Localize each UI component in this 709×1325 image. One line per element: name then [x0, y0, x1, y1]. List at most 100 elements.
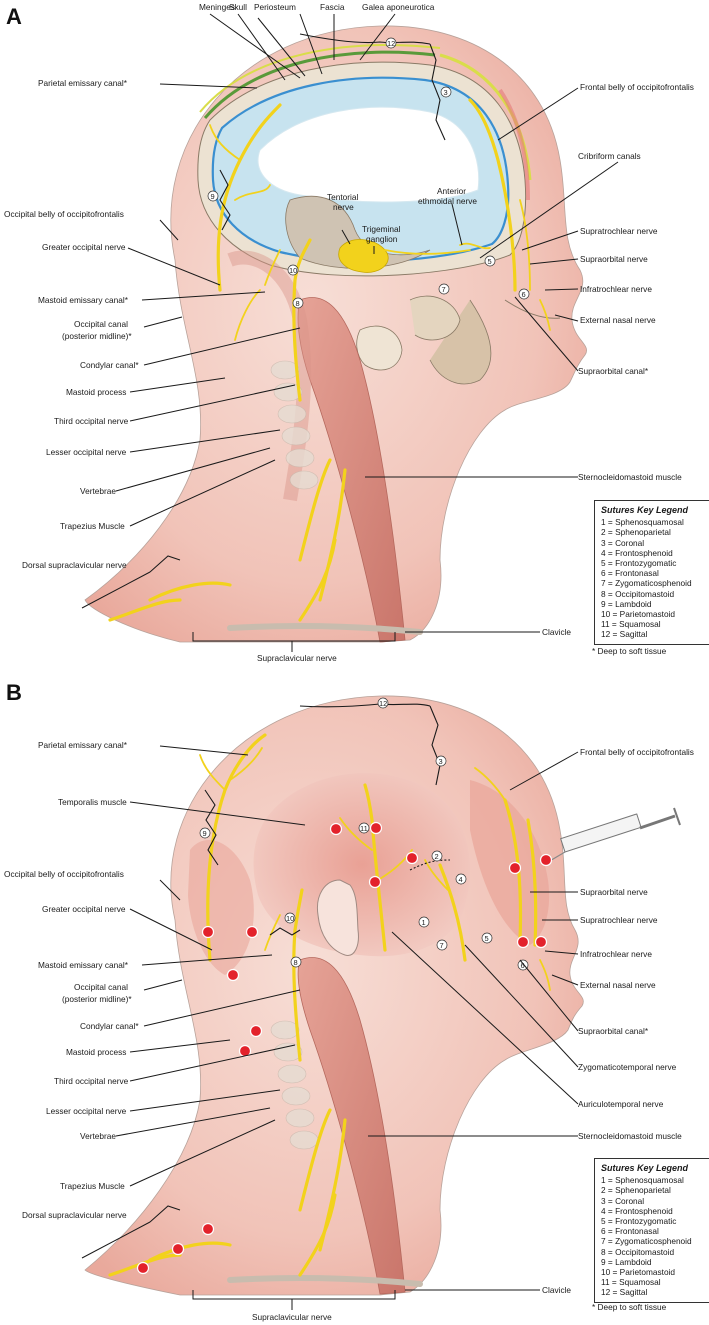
legend-item: 10 = Parietomastoid [601, 609, 676, 620]
scm-muscle-a [297, 297, 406, 643]
nerves-a [108, 98, 551, 622]
label-auriculotemporal-b: Auriculotemporal nerve [578, 1099, 664, 1109]
legend-item: 12 = Sagittal [601, 629, 648, 640]
legend-item: 10 = Parietomastoid [601, 1267, 676, 1278]
legend-item: 2 = Sphenoparietal [601, 527, 671, 538]
panel-letter-a: A [6, 4, 22, 29]
label-trapezius-b: Trapezius Muscle [60, 1181, 125, 1191]
legend-note-b: * Deep to soft tissue [592, 1302, 667, 1312]
legend-item: 8 = Occipitomastoid [601, 1246, 675, 1257]
leader-lines-b [81, 745, 579, 1310]
label-mastoid-emissary-b: Mastoid emissary canal* [38, 960, 129, 970]
legend-item: 7 = Zygomaticosphenoid [601, 1236, 692, 1247]
label-frontal-belly-b: Frontal belly of occipitofrontalis [580, 747, 694, 757]
label-tentorial-2: nerve [333, 202, 354, 212]
label-occipital-canal-2-b: (posterior midline)* [62, 994, 132, 1004]
svg-text:6: 6 [522, 290, 526, 299]
label-occipital-canal-1: Occipital canal [74, 319, 128, 329]
label-occipital-canal-1-b: Occipital canal [74, 982, 128, 992]
label-external-nasal: External nasal nerve [580, 315, 656, 325]
injection-point [226, 968, 240, 982]
label-occipital-belly: Occipital belly of occipitofrontalis [4, 209, 124, 219]
scm-muscle-b [297, 957, 406, 1295]
svg-text:12: 12 [379, 699, 387, 708]
legend-item: 1 = Sphenosquamosal [601, 517, 684, 528]
legend-item: 9 = Lambdoid [601, 1256, 652, 1267]
label-meninges: Meninges [199, 2, 235, 12]
legend-item: 4 = Frontosphenoid [601, 547, 673, 558]
legend-item: 8 = Occipitomastoid [601, 588, 675, 599]
injection-point [539, 853, 553, 867]
injection-point [369, 821, 383, 835]
label-third-occipital-b: Third occipital nerve [54, 1076, 129, 1086]
leader-lines-a [81, 13, 619, 652]
svg-text:12: 12 [387, 39, 395, 48]
label-temporalis-b: Temporalis muscle [58, 797, 127, 807]
label-vertebrae: Vertebrae [80, 486, 116, 496]
svg-text:7: 7 [440, 941, 444, 950]
label-tentorial-1: Tentorial [327, 192, 359, 202]
label-infratrochlear-b: Infratrochlear nerve [580, 949, 652, 959]
legend-title-b: Sutures Key Legend [601, 1163, 689, 1173]
suture-markers-b: 12 3 9 11 2 4 10 1 7 5 6 8 [199, 697, 529, 971]
panel-b: B [4, 680, 694, 1322]
panel-letter-b: B [6, 680, 22, 705]
injection-point [245, 925, 259, 939]
label-vertebrae-b: Vertebrae [80, 1131, 116, 1141]
label-cribriform: Cribriform canals [578, 151, 641, 161]
label-scm-b: Sternocleidomastoid muscle [578, 1131, 682, 1141]
legend-item: 5 = Frontozygomatic [601, 1216, 677, 1227]
label-periosteum: Periosteum [254, 2, 296, 12]
labels-b: Parietal emissary canal* Frontal belly o… [4, 740, 694, 1322]
label-supraorbital: Supraorbital nerve [580, 254, 648, 264]
vertebrae-a [270, 360, 319, 490]
label-supraorbital-canal-b: Supraorbital canal* [578, 1026, 649, 1036]
legend-item: 11 = Squamosal [601, 1277, 661, 1288]
label-greater-occipital-b: Greater occipital nerve [42, 904, 126, 914]
injection-point [534, 935, 548, 949]
panel-a: A [4, 2, 694, 663]
label-condylar: Condylar canal* [80, 360, 139, 370]
injection-point [508, 861, 522, 875]
legend-item: 5 = Frontozygomatic [601, 558, 677, 569]
legend-item: 6 = Frontonasal [601, 1226, 659, 1237]
label-dorsal-supraclavicular: Dorsal supraclavicular nerve [22, 560, 127, 570]
label-mastoid-emissary: Mastoid emissary canal* [38, 295, 129, 305]
svg-text:3: 3 [439, 757, 443, 766]
injection-point [249, 1024, 263, 1038]
legend-item: 1 = Sphenosquamosal [601, 1175, 684, 1186]
legend-item: 3 = Coronal [601, 1195, 645, 1206]
svg-text:11: 11 [360, 824, 368, 833]
injection-point [516, 935, 530, 949]
svg-text:9: 9 [211, 192, 215, 201]
label-supraclavicular: Supraclavicular nerve [257, 653, 337, 663]
syringe-icon [547, 807, 681, 863]
label-supratrochlear: Supratrochlear nerve [580, 226, 658, 236]
clavicle-b [227, 1274, 423, 1287]
vertebrae-b [270, 1020, 319, 1150]
svg-text:10: 10 [286, 914, 294, 923]
label-trigeminal-1: Trigeminal [362, 224, 401, 234]
injection-point [329, 822, 343, 836]
injection-point [238, 1044, 252, 1058]
label-zygomaticotemporal-b: Zygomaticotemporal nerve [578, 1062, 677, 1072]
frontal-belly-b [470, 780, 550, 945]
label-galea: Galea aponeurotica [362, 2, 435, 12]
svg-text:5: 5 [488, 257, 492, 266]
nerves-b [108, 733, 551, 1277]
legend-item: 3 = Coronal [601, 537, 645, 548]
label-clavicle: Clavicle [542, 627, 571, 637]
legend-item: 12 = Sagittal [601, 1287, 648, 1298]
svg-text:6: 6 [521, 961, 525, 970]
label-supraorbital-b: Supraorbital nerve [580, 887, 648, 897]
label-clavicle-b: Clavicle [542, 1285, 571, 1295]
injection-point [201, 1222, 215, 1236]
svg-text:2: 2 [435, 852, 439, 861]
svg-text:10: 10 [289, 266, 297, 275]
label-supraclavicular-b: Supraclavicular nerve [252, 1312, 332, 1322]
